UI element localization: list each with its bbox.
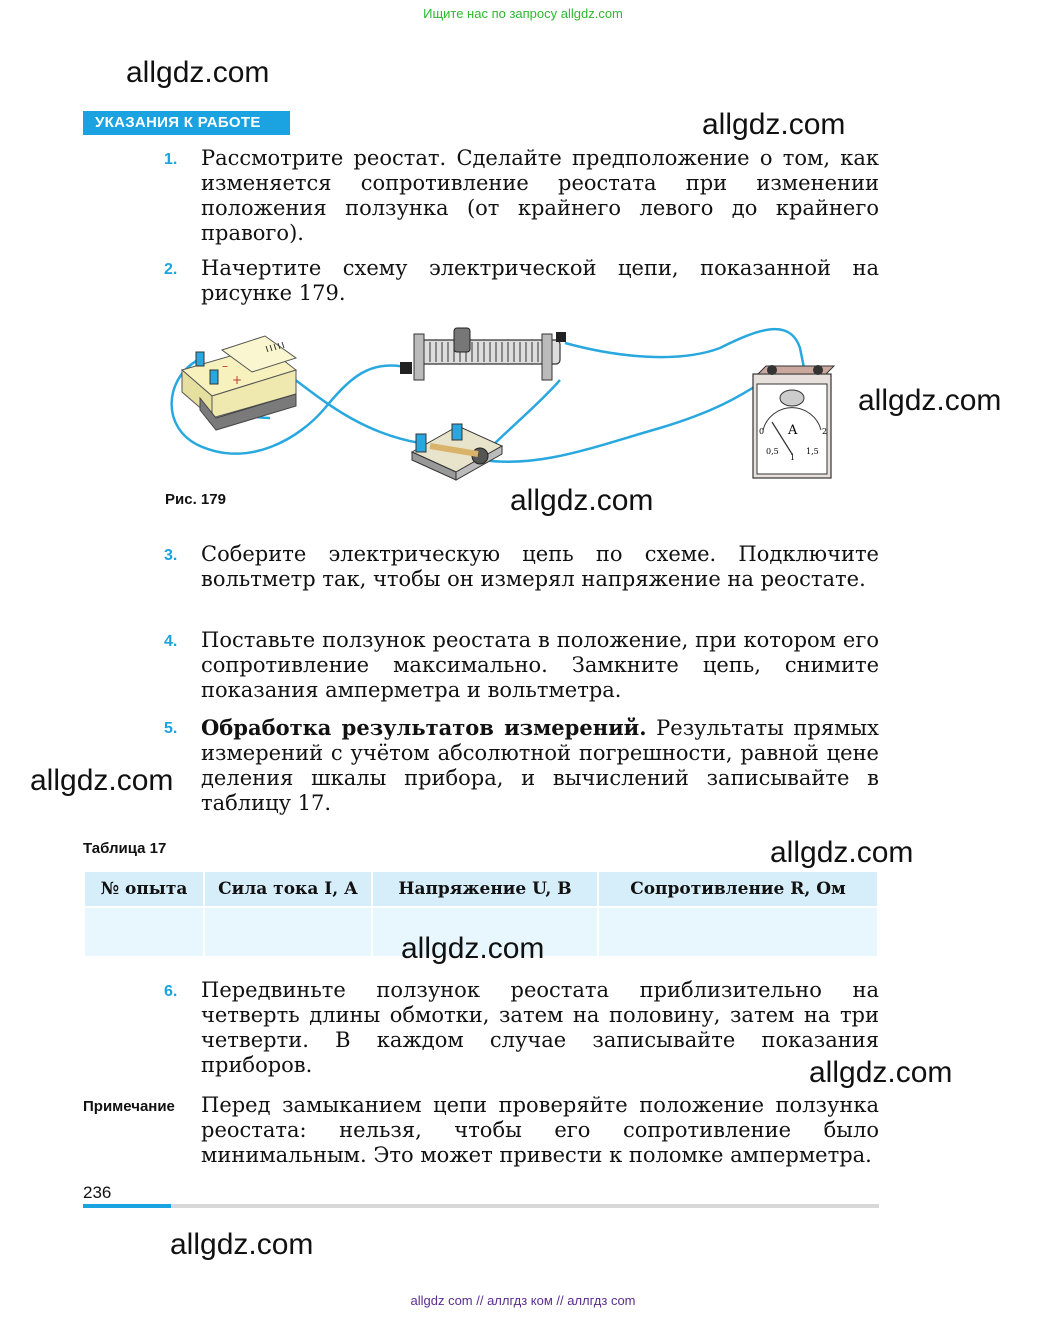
results-table: № опыта Сила тока I, А Напряжение U, В С… (83, 872, 879, 956)
page-number: 236 (83, 1183, 112, 1202)
battery-block: + – (180, 335, 298, 431)
watermark: allgdz.com (770, 836, 914, 869)
table-cell (85, 906, 203, 956)
watermark: allgdz.com (702, 108, 846, 141)
scale-label: 0 (759, 427, 764, 436)
step-text: Рассмотрите реостат. Сделайте предположе… (201, 146, 879, 245)
footer-rule-accent (83, 1204, 171, 1208)
table-cell (205, 906, 371, 956)
step-number: 2. (164, 261, 178, 278)
step-number: 5. (164, 720, 178, 737)
table-caption: Таблица 17 (83, 840, 167, 857)
step-number: 6. (164, 983, 178, 1000)
scale-label: 2 (822, 427, 827, 436)
watermark: allgdz.com (170, 1228, 314, 1261)
svg-text:–: – (222, 359, 228, 373)
step-text: Поставьте ползунок реостата в положение,… (201, 628, 879, 702)
table-header: № опыта (85, 872, 203, 906)
note-text: Перед замыканием цепи проверяйте положен… (201, 1093, 879, 1167)
table-header: Напряжение U, В (373, 872, 597, 906)
table-header: Сила тока I, А (205, 872, 371, 906)
watermark: allgdz.com (858, 384, 1002, 417)
scale-label: 1 (790, 453, 795, 462)
watermark: allgdz.com (809, 1056, 953, 1089)
ammeter-letter: A (787, 423, 798, 438)
footer-rule (83, 1204, 879, 1208)
circuit-figure: + – (170, 327, 836, 481)
scale-label: 1,5 (806, 447, 819, 456)
scale-label: 0,5 (766, 447, 779, 456)
watermark: allgdz.com (401, 932, 545, 965)
table-cell (599, 906, 877, 956)
top-banner[interactable]: Ищите нас по запросу allgdz.com (423, 6, 623, 21)
step-number: 1. (164, 151, 178, 168)
bottom-banner[interactable]: allgdz com // аллгдз ком // аллгдз com (410, 1293, 636, 1308)
ammeter: A 0 0,5 1 1,5 2 (752, 365, 836, 479)
step-number: 3. (164, 547, 178, 564)
table-row (85, 906, 877, 956)
rheostat (400, 327, 566, 381)
note-label: Примечание (83, 1098, 175, 1115)
step-text-rest: Результаты прямых измерений с учётом абс… (201, 716, 879, 815)
step-number: 4. (164, 633, 178, 650)
table-cell (373, 906, 597, 956)
figure-caption: Рис. 179 (165, 491, 226, 508)
watermark: allgdz.com (510, 484, 654, 517)
table-header: Сопротивление R, Ом (599, 872, 877, 906)
step-text: Обработка результатов измерений. Результ… (201, 715, 879, 816)
watermark: allgdz.com (30, 764, 174, 797)
switch (410, 423, 504, 481)
watermark: allgdz.com (126, 56, 270, 89)
step-text: Соберите электрическую цепь по схеме. По… (201, 542, 879, 591)
step-bold-lead: Обработка результатов измерений. (201, 715, 647, 740)
step-text: Передвиньте ползунок реостата приблизите… (201, 978, 879, 1077)
section-title: УКАЗАНИЯ К РАБОТЕ (83, 111, 290, 135)
svg-text:+: + (232, 373, 242, 387)
step-text: Начертите схему электрической цепи, пока… (201, 256, 879, 305)
